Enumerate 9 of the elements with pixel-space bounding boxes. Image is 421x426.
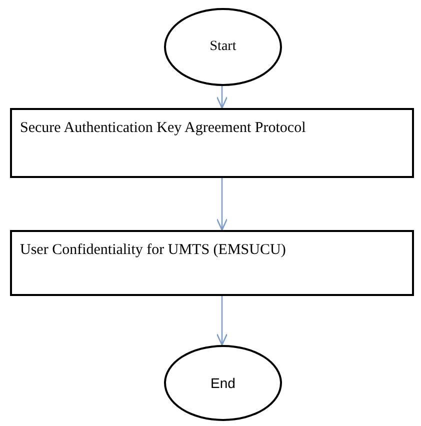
node-label: Start [210,39,236,55]
arrow [216,296,228,346]
process-box [10,108,414,178]
node-label: User Confidentiality for UMTS (EMSUCU) [20,242,286,258]
node-label: Secure Authentication Key Agreement Protocol [20,120,306,136]
arrow [216,86,228,109]
node-label: End [210,375,236,391]
process-box [10,230,414,296]
arrow [216,178,228,231]
